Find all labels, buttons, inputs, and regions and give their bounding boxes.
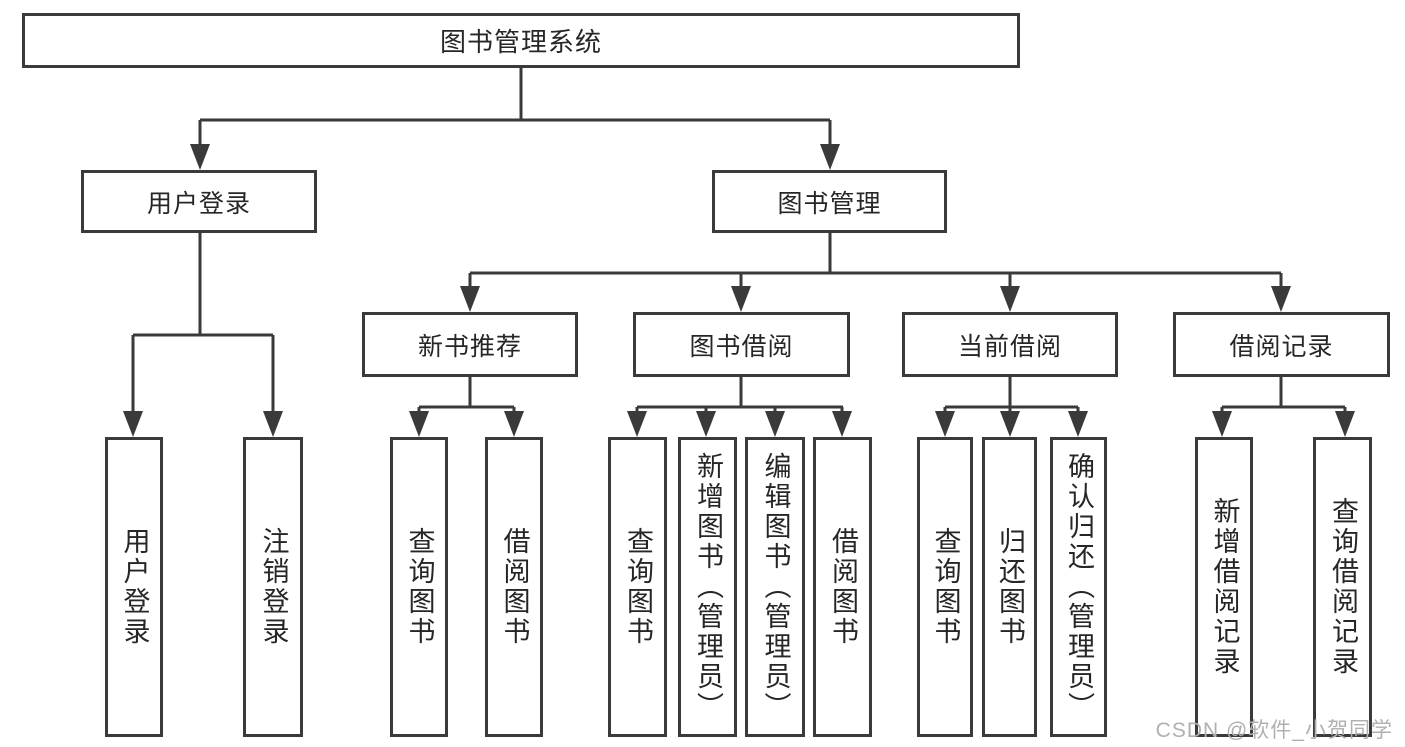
leaf-borrow-books-recommend-label: 借阅图书 <box>499 527 530 647</box>
node-book-borrow: 图书借阅 <box>633 312 850 377</box>
leaf-return-books-label: 归还图书 <box>995 527 1025 647</box>
node-root: 图书管理系统 <box>22 13 1020 68</box>
node-borrow-records: 借阅记录 <box>1173 312 1390 377</box>
leaf-query-borrow-record: 查询借阅记录 <box>1313 437 1372 737</box>
leaf-query-books-current-label: 查询图书 <box>930 527 961 647</box>
leaf-query-books-borrow: 查询图书 <box>608 437 667 737</box>
leaf-query-borrow-record-label: 查询借阅记录 <box>1328 497 1358 677</box>
leaf-logout-label: 注销登录 <box>258 527 289 647</box>
leaf-user-login: 用户登录 <box>105 437 163 737</box>
csdn-watermark: CSDN @软件_小贺同学 <box>1155 719 1393 742</box>
leaf-borrow-books-label: 借阅图书 <box>828 527 858 647</box>
leaf-confirm-return-admin-label: 确认归还（管理员） <box>1064 452 1094 722</box>
leaf-edit-books-admin-label: 编辑图书（管理员） <box>760 452 791 722</box>
leaf-confirm-return-admin: 确认归还（管理员） <box>1050 437 1107 737</box>
leaf-query-books-recommend: 查询图书 <box>390 437 448 737</box>
leaf-add-borrow-record: 新增借阅记录 <box>1195 437 1253 737</box>
leaf-query-books-borrow-label: 查询图书 <box>623 527 653 647</box>
leaf-return-books: 归还图书 <box>982 437 1037 737</box>
leaf-add-books-admin: 新增图书（管理员） <box>678 437 737 737</box>
leaf-borrow-books: 借阅图书 <box>813 437 872 737</box>
leaf-edit-books-admin: 编辑图书（管理员） <box>745 437 805 737</box>
leaf-logout: 注销登录 <box>243 437 303 737</box>
leaf-query-books-recommend-label: 查询图书 <box>404 527 435 647</box>
leaf-query-books-current: 查询图书 <box>917 437 973 737</box>
leaf-add-borrow-record-label: 新增借阅记录 <box>1209 497 1240 677</box>
node-new-book-recommend: 新书推荐 <box>362 312 578 377</box>
node-book-management: 图书管理 <box>712 170 947 233</box>
node-current-borrow: 当前借阅 <box>902 312 1118 377</box>
leaf-add-books-admin-label: 新增图书（管理员） <box>693 452 723 722</box>
leaf-borrow-books-recommend: 借阅图书 <box>485 437 543 737</box>
node-user-login: 用户登录 <box>81 170 317 233</box>
leaf-user-login-label: 用户登录 <box>119 527 150 647</box>
